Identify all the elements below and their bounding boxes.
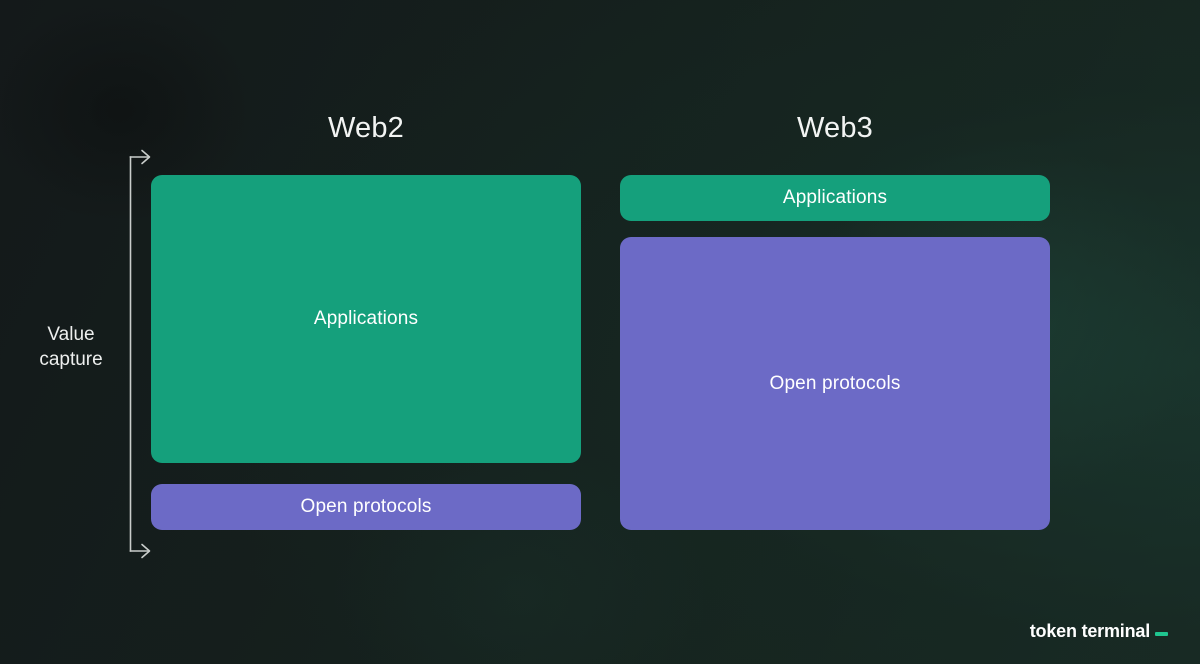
web2-open-protocols-block[interactable]: Open protocols <box>151 484 581 530</box>
brand-name: token terminal <box>1029 621 1150 641</box>
value-capture-label: Value capture <box>14 322 128 372</box>
value-capture-axis-arrow-icon <box>120 148 166 560</box>
value-capture-label-line1: Value <box>47 324 95 345</box>
brand-caret-icon <box>1155 632 1168 636</box>
column-title-web3: Web3 <box>796 112 874 144</box>
column-title-web2: Web2 <box>327 112 405 144</box>
web3-open-protocols-block[interactable]: Open protocols <box>620 237 1050 530</box>
web2-applications-block[interactable]: Applications <box>151 175 581 463</box>
brand-logo: token terminal <box>1030 621 1168 642</box>
web3-applications-block[interactable]: Applications <box>620 175 1050 221</box>
value-capture-label-line2: capture <box>39 349 103 370</box>
